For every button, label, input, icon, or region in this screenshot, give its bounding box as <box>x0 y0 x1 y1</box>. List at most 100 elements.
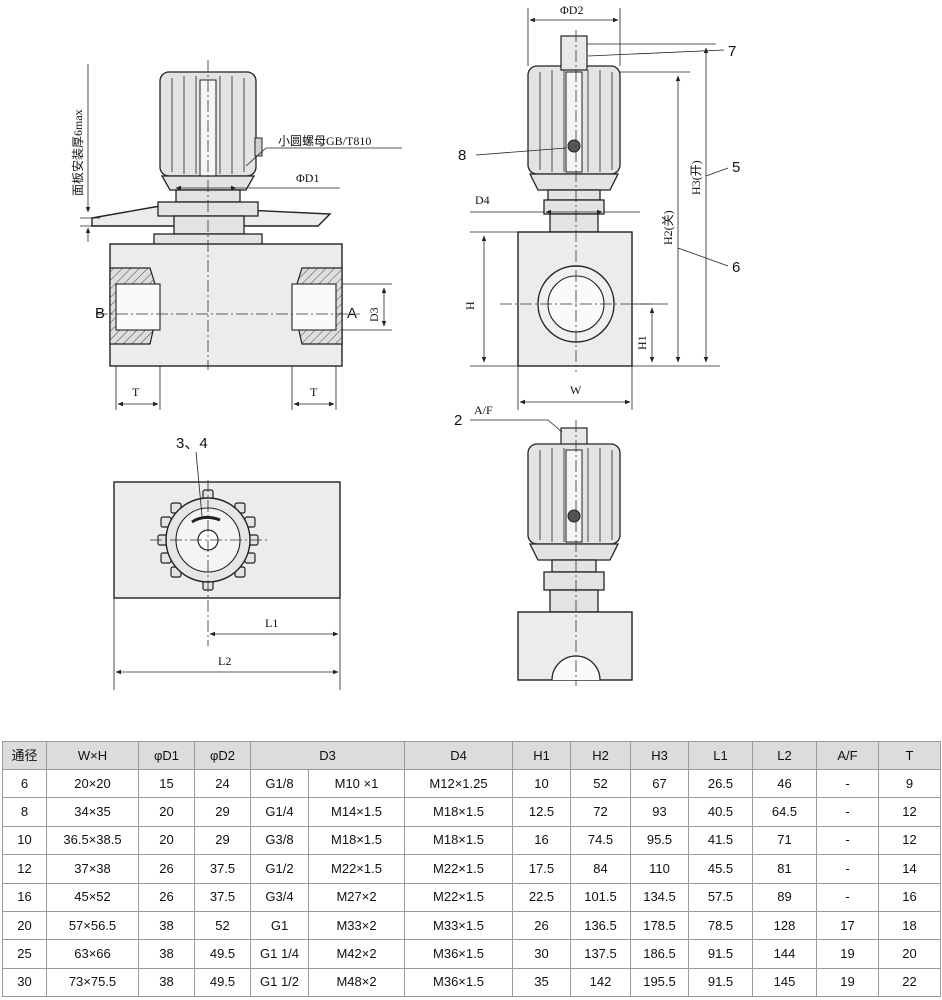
table-cell: 84 <box>570 854 631 884</box>
table-cell: 52 <box>570 768 631 799</box>
table-cell: 6 <box>2 768 47 799</box>
table-cell: 145 <box>752 967 817 998</box>
label-port-b: B <box>95 305 105 322</box>
table-cell: M18×1.5 <box>404 825 513 856</box>
table-cell: 30 <box>512 939 571 969</box>
callout-8: 8 <box>458 147 466 164</box>
table-cell: 101.5 <box>570 882 631 912</box>
table-cell: M33×2 <box>308 910 405 941</box>
table-cell: 34×35 <box>46 797 139 827</box>
header-cell: D3 <box>250 741 405 770</box>
table-cell: M36×1.5 <box>404 939 513 969</box>
table-cell: 38 <box>138 910 195 941</box>
table-cell: M48×2 <box>308 967 405 998</box>
table-cell: 16 <box>2 882 47 912</box>
table-cell: M42×2 <box>308 939 405 969</box>
header-cell: L1 <box>688 741 753 770</box>
table-cell: 57.5 <box>688 882 753 912</box>
table-cell: 16 <box>512 825 571 856</box>
table-cell: 91.5 <box>688 939 753 969</box>
label-t-left: T <box>132 385 140 399</box>
valve-technical-drawing: 面板安装厚6max 小圆螺母GB/T810 ΦD1 D3 B A T T <box>70 3 740 690</box>
label-d4: D4 <box>475 193 490 207</box>
table-cell: M14×1.5 <box>308 797 405 827</box>
callout-6: 6 <box>732 259 740 276</box>
table-cell: 95.5 <box>630 825 689 856</box>
table-cell: 18 <box>878 910 941 941</box>
table-cell: 19 <box>816 939 879 969</box>
label-h1: H1 <box>635 335 649 350</box>
callout-3-4: 3、4 <box>176 435 208 452</box>
table-cell: 26 <box>512 910 571 941</box>
table-cell: 137.5 <box>570 939 631 969</box>
table-cell: 91.5 <box>688 967 753 998</box>
table-cell: 49.5 <box>194 967 251 998</box>
table-cell: G1/2 <box>250 854 309 884</box>
table-cell: M10 ×1 <box>308 768 405 799</box>
table-cell: 17 <box>816 910 879 941</box>
table-cell: G3/4 <box>250 882 309 912</box>
table-cell: 9 <box>878 768 941 799</box>
table-cell: 142 <box>570 967 631 998</box>
header-cell: H1 <box>512 741 571 770</box>
table-cell: M12×1.25 <box>404 768 513 799</box>
label-port-a: A <box>347 305 357 322</box>
table-cell: M18×1.5 <box>308 825 405 856</box>
table-cell: - <box>816 854 879 884</box>
table-cell: G1 1/2 <box>250 967 309 998</box>
label-w: W <box>570 383 582 397</box>
table-cell: G1/8 <box>250 768 309 799</box>
table-cell: G1 <box>250 910 309 941</box>
table-cell: 29 <box>194 797 251 827</box>
table-cell: 12 <box>2 854 47 884</box>
table-cell: 29 <box>194 825 251 856</box>
table-cell: 72 <box>570 797 631 827</box>
table-cell: 52 <box>194 910 251 941</box>
label-phi-d1: ΦD1 <box>296 171 319 185</box>
header-cell: H3 <box>630 741 689 770</box>
table-cell: 14 <box>878 854 941 884</box>
table-cell: 16 <box>878 882 941 912</box>
table-cell: 186.5 <box>630 939 689 969</box>
callout-5: 5 <box>732 159 740 176</box>
table-cell: 25 <box>2 939 47 969</box>
label-h2: H2(关) <box>661 210 675 245</box>
header-cell: T <box>878 741 941 770</box>
table-cell: - <box>816 768 879 799</box>
table-cell: G1 1/4 <box>250 939 309 969</box>
header-cell: D4 <box>404 741 513 770</box>
table-header-row: 通径 W×H φD1 φD2 D3 D4 H1 H2 H3 L1 L2 A/F … <box>2 741 941 770</box>
table-cell: 178.5 <box>630 910 689 941</box>
table-cell: 10 <box>512 768 571 799</box>
top-view: 3、4 L1 L2 <box>113 435 341 690</box>
callout-7: 7 <box>728 43 736 60</box>
table-cell: 74.5 <box>570 825 631 856</box>
front-section-view: 面板安装厚6max 小圆螺母GB/T810 ΦD1 D3 B A T T <box>70 60 402 410</box>
table-cell: 20×20 <box>46 768 139 799</box>
header-cell: W×H <box>46 741 139 770</box>
open-side-view: A/F 2 <box>454 403 633 686</box>
table-cell: 195.5 <box>630 967 689 998</box>
table-cell: 26 <box>138 854 195 884</box>
table-cell: 38 <box>138 967 195 998</box>
table-cell: 73×75.5 <box>46 967 139 998</box>
side-view: ΦD2 D4 H W H1 H2(关) H3(开) 7 8 5 6 <box>458 3 740 410</box>
table-cell: - <box>816 825 879 856</box>
table-cell: 26.5 <box>688 768 753 799</box>
table-cell: 26 <box>138 882 195 912</box>
table-cell: 20 <box>138 797 195 827</box>
table-cell: 89 <box>752 882 817 912</box>
label-round-nut: 小圆螺母GB/T810 <box>278 134 371 148</box>
table-cell: 24 <box>194 768 251 799</box>
table-cell: 22 <box>878 967 941 998</box>
table-cell: 81 <box>752 854 817 884</box>
table-cell: M27×2 <box>308 882 405 912</box>
table-cell: 20 <box>2 910 47 941</box>
table-cell: 78.5 <box>688 910 753 941</box>
header-cell: L2 <box>752 741 817 770</box>
table-cell: 57×56.5 <box>46 910 139 941</box>
